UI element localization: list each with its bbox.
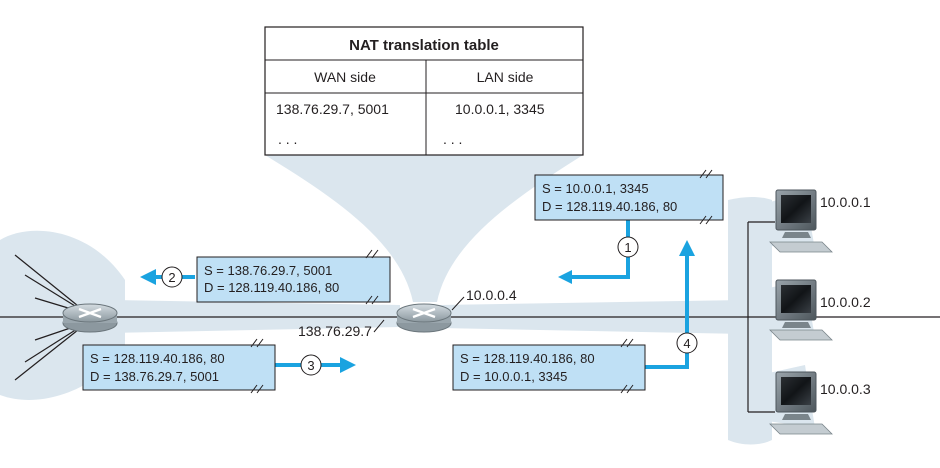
step-circles: 1 2 3 4 — [161, 236, 698, 376]
nat-table-row2-lan: . . . — [443, 131, 462, 147]
nat-table-row1-lan: 10.0.0.1, 3345 — [455, 101, 545, 117]
step-4: 4 — [676, 332, 698, 354]
nat-table-row1-wan: 138.76.29.7, 5001 — [276, 101, 389, 117]
arrow-heads — [140, 240, 695, 373]
arrow-2-head — [140, 269, 156, 285]
step-1-label: 1 — [624, 240, 631, 255]
nat-table-row2-wan: . . . — [278, 131, 297, 147]
router-wan-ip: 138.76.29.7 — [298, 323, 372, 339]
nat-table: NAT translation table WAN side LAN side … — [264, 26, 584, 156]
host-1: 10.0.0.1 — [769, 189, 871, 253]
external-link-1 — [14, 254, 89, 315]
step-4-label: 4 — [683, 336, 690, 351]
arrow-1-head — [558, 270, 572, 284]
nat-table-header-wan: WAN side — [314, 69, 376, 85]
nat-table-title: NAT translation table — [349, 37, 499, 54]
step-2-label: 2 — [168, 270, 175, 285]
nat-table-header-lan: LAN side — [477, 69, 534, 85]
external-link-6 — [14, 321, 89, 381]
packet-2-source: S = 138.76.29.7, 5001 — [204, 263, 332, 278]
packet-4-source: S = 128.119.40.186, 80 — [460, 351, 595, 366]
step-1: 1 — [617, 236, 639, 258]
packet-3-source: S = 128.119.40.186, 80 — [90, 351, 225, 366]
arrow-4 — [645, 253, 689, 369]
packet-1-dest: D = 128.119.40.186, 80 — [542, 199, 677, 214]
packet-4: S = 128.119.40.186, 80 D = 10.0.0.1, 334… — [452, 338, 646, 394]
packet-4-dest: D = 10.0.0.1, 3345 — [460, 369, 567, 384]
nat-router — [396, 303, 452, 333]
packet-3-dest: D = 138.76.29.7, 5001 — [90, 369, 219, 384]
packet-1-source: S = 10.0.0.1, 3345 — [542, 181, 649, 196]
step-3: 3 — [300, 354, 322, 376]
internet-router — [62, 303, 118, 333]
router-labels: 138.76.29.7 10.0.0.4 — [298, 287, 517, 339]
table-callout — [265, 155, 583, 302]
host-1-ip: 10.0.0.1 — [820, 194, 871, 210]
router-lan-ip: 10.0.0.4 — [466, 287, 517, 303]
step-3-label: 3 — [307, 358, 314, 373]
host-2-ip: 10.0.0.2 — [820, 294, 871, 310]
arrow-3-head — [340, 357, 356, 373]
step-2: 2 — [161, 266, 183, 288]
packet-2: S = 138.76.29.7, 5001 D = 128.119.40.186… — [196, 249, 391, 305]
host-2: 10.0.0.2 — [769, 279, 871, 341]
host-3: 10.0.0.3 — [769, 371, 871, 435]
packet-1: S = 10.0.0.1, 3345 D = 128.119.40.186, 8… — [534, 169, 724, 225]
packet-3: S = 128.119.40.186, 80 D = 138.76.29.7, … — [82, 338, 276, 394]
host-3-ip: 10.0.0.3 — [820, 381, 871, 397]
packet-2-dest: D = 128.119.40.186, 80 — [204, 280, 339, 295]
arrow-4-head — [679, 240, 695, 256]
